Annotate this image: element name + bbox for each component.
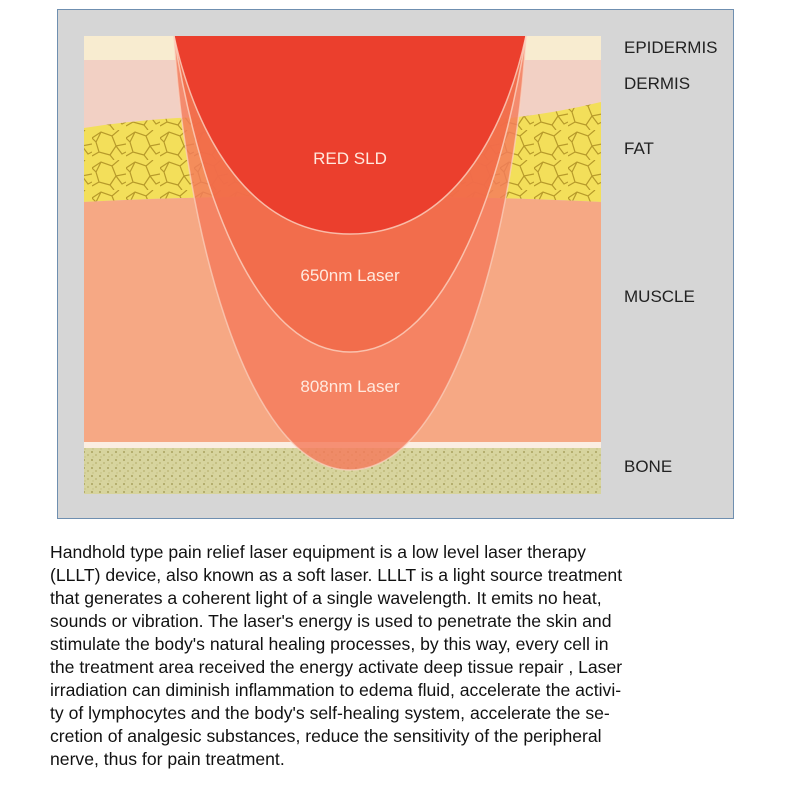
- description-line: (LLLT) device, also known as a soft lase…: [50, 565, 623, 585]
- description-line: nerve, thus for pain treatment.: [50, 749, 285, 769]
- label-650nm-laser: 650nm Laser: [300, 266, 400, 285]
- label-bone: BONE: [624, 457, 673, 476]
- description-paragraph: Handhold type pain relief laser equipmen…: [50, 541, 740, 771]
- description-line: ty of lymphocytes and the body's self-he…: [50, 703, 610, 723]
- label-fat: FAT: [624, 139, 654, 158]
- label-dermis: DERMIS: [624, 74, 691, 93]
- description-line: Handhold type pain relief laser equipmen…: [50, 542, 586, 562]
- label-808nm-laser: 808nm Laser: [300, 377, 400, 396]
- beam-red-sld: [174, 36, 526, 234]
- description-line: irradiation can diminish inflammation to…: [50, 680, 622, 700]
- description-line: stimulate the body's natural healing pro…: [50, 634, 609, 654]
- label-epidermis: EPIDERMIS: [624, 38, 718, 57]
- label-red-sld: RED SLD: [313, 149, 387, 168]
- description-line: cretion of analgesic substances, reduce …: [50, 726, 602, 746]
- description-line: the treatment area received the energy a…: [50, 657, 623, 677]
- skin-penetration-diagram: EPIDERMIS DERMIS FAT MUSCLE BONE RED SLD…: [57, 9, 734, 519]
- label-muscle: MUSCLE: [624, 287, 695, 306]
- diagram-graphic: [84, 35, 601, 494]
- description-line: that generates a coherent light of a sin…: [50, 588, 602, 608]
- description-line: sounds or vibration. The laser's energy …: [50, 611, 612, 631]
